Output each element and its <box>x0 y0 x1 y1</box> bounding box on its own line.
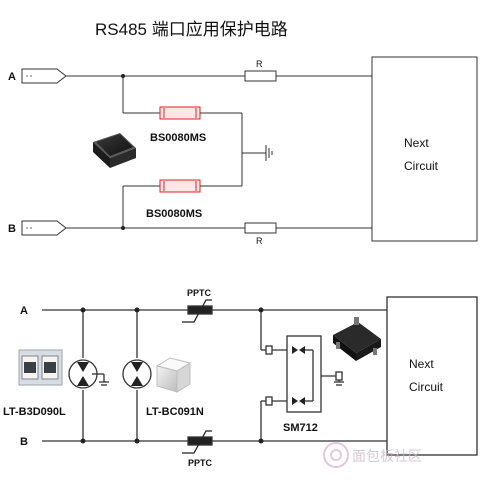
watermark-text: 面包板社区 <box>352 449 422 465</box>
next-circuit-top-line1: Next <box>404 136 429 150</box>
port-b-connector <box>21 220 67 236</box>
tss-symbol <box>122 359 152 389</box>
tss-package-image <box>155 357 192 393</box>
next-circuit-box-top <box>371 56 478 242</box>
line-b-label: B <box>20 436 28 448</box>
resistor-b <box>244 222 277 234</box>
gdt-package-image <box>18 349 63 386</box>
tvs-diode-a <box>159 106 201 120</box>
line-a-label: A <box>20 305 28 317</box>
pptc-b-label: PPTC <box>188 458 213 468</box>
tss-label: LT-BC091N <box>146 406 204 418</box>
resistor-b-label: R <box>256 236 263 246</box>
sm712-label: SM712 <box>283 422 318 434</box>
port-b-label: B <box>8 223 16 235</box>
pptc-a-label: PPTC <box>187 288 212 298</box>
tvs-diode-b <box>159 179 201 193</box>
bottom-circuit <box>42 296 478 456</box>
gdt-label: LT-B3D090L <box>3 406 66 418</box>
diagram-title: RS485 端口应用保护电路 <box>95 20 288 39</box>
next-circuit-box-bottom <box>386 296 478 456</box>
next-circuit-bottom-line1: Next <box>409 357 434 371</box>
resistor-a <box>244 70 277 82</box>
tvs-a-label: BS0080MS <box>150 132 206 144</box>
watermark: 面包板社区 <box>323 442 422 468</box>
sm712-package-image <box>333 317 381 361</box>
next-circuit-top-line2: Circuit <box>404 159 439 173</box>
port-a-connector <box>21 68 67 84</box>
tvs-b-label: BS0080MS <box>146 208 202 220</box>
next-circuit-bottom-line2: Circuit <box>409 380 444 394</box>
smd-tvs-package-image <box>93 133 136 168</box>
port-a-label: A <box>8 71 16 83</box>
ground-icon <box>265 145 273 161</box>
resistor-a-label: R <box>256 59 263 69</box>
top-circuit <box>21 56 478 242</box>
